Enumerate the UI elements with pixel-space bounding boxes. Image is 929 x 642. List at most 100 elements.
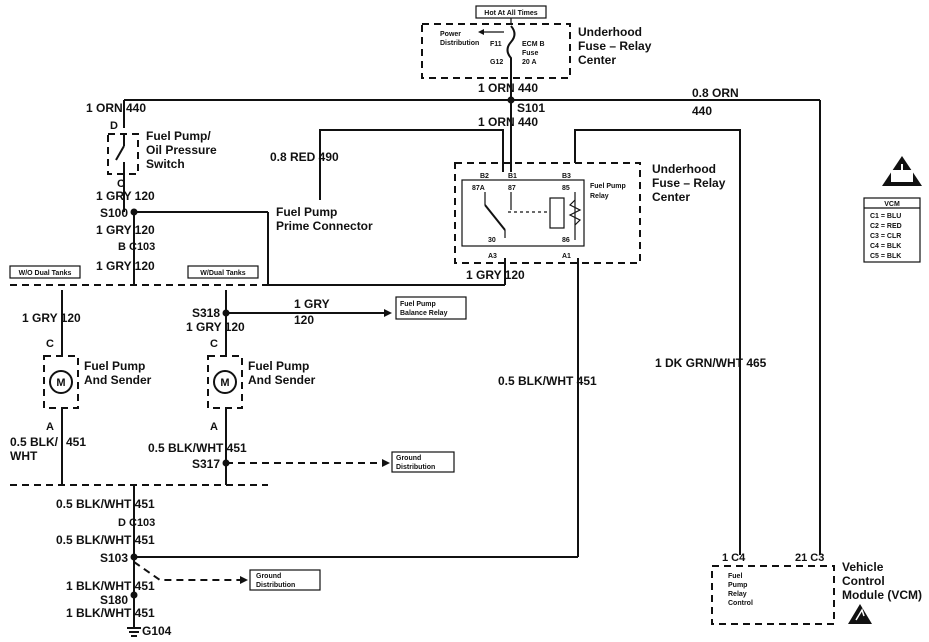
wire-label-balance-120: 120 xyxy=(294,313,314,327)
vcm-pin-21-c3: 21 C3 xyxy=(795,552,824,564)
power-distribution-label-1: Power xyxy=(440,31,461,38)
wire-label-451-mid: 0.5 BLK/WHT 451 xyxy=(148,441,247,455)
balance-relay-label-2: Balance Relay xyxy=(400,310,448,317)
arrow-ground-1-icon xyxy=(382,459,390,467)
switch-label-1: Fuel Pump/ xyxy=(146,129,211,143)
ground-dist-dashed-2 xyxy=(133,561,240,581)
wire-label-1gry-120-b: 1 GRY 120 xyxy=(96,223,155,237)
mid-pump-label-1: Fuel Pump xyxy=(248,359,309,373)
fuse-amp-label: 20 A xyxy=(522,59,537,66)
wire-label-465: 1 DK GRN/WHT 465 xyxy=(655,356,767,370)
vcm-legend-title: VCM xyxy=(884,201,900,208)
splice-s100-label: S100 xyxy=(100,206,128,220)
w-dual-tanks-box xyxy=(187,265,259,279)
vcm-legend-c3: C3 = CLR xyxy=(870,233,901,240)
wire-label-440-right: 440 xyxy=(692,104,712,118)
splice-s317-label: S317 xyxy=(192,457,220,471)
splice-s180 xyxy=(130,591,138,599)
relay-pin-87a: 87A xyxy=(472,185,485,192)
esd-icon-bottom xyxy=(848,604,872,624)
balance-relay-box xyxy=(395,296,467,320)
conn-a-left-pump: A xyxy=(46,421,54,433)
wire-label-1gry-120-c: 1 GRY 120 xyxy=(96,259,155,273)
wire-label-1gry-120-left: 1 GRY 120 xyxy=(22,311,81,325)
wo-dual-tanks-label: W/O Dual Tanks xyxy=(19,270,72,277)
conn-c103-d: D C103 xyxy=(118,517,155,529)
mid-pump-label-2: And Sender xyxy=(248,373,316,387)
splice-s180-label: S180 xyxy=(100,593,128,607)
wire-label-451-a: 0.5 BLK/WHT 451 xyxy=(56,497,155,511)
vcm-title-1: Vehicle xyxy=(842,560,884,574)
fuel-pump-relay-box xyxy=(461,179,585,247)
vcm-fpr-label-3: Relay xyxy=(728,591,747,598)
relay-pin-87: 87 xyxy=(508,185,516,192)
wire-label-451-left-num: 451 xyxy=(66,435,86,449)
left-pump-label-2: And Sender xyxy=(84,373,152,387)
balance-relay-label-1: Fuel Pump xyxy=(400,301,436,308)
vcm-legend-c1: C1 = BLU xyxy=(870,213,901,220)
switch-label-3: Switch xyxy=(146,157,185,171)
wo-dual-tanks-box xyxy=(9,265,81,279)
prime-connector-label-1: Fuel Pump xyxy=(276,205,337,219)
wire-label-451-left-2: WHT xyxy=(10,449,38,463)
splice-s103-label: S103 xyxy=(100,551,128,565)
conn-c-left-pump: C xyxy=(46,338,54,350)
vcm-fpr-label-2: Pump xyxy=(728,582,747,589)
switch-contact-icon xyxy=(115,145,125,161)
ecm-b-label: ECM B xyxy=(522,41,545,48)
ground-dist-2-label-1: Ground xyxy=(256,573,281,580)
relay-coil-icon xyxy=(549,197,565,229)
conn-a-mid-pump: A xyxy=(210,421,218,433)
underhood-label-top: Underhood xyxy=(578,25,642,39)
power-distribution-label-2: Distribution xyxy=(440,40,479,47)
relay-pin-b1: B1 xyxy=(508,173,517,180)
fuse-word-label: Fuse xyxy=(522,50,538,57)
relay-pin-86: 86 xyxy=(562,237,570,244)
wire-label-1orn-440-mid: 1 ORN 440 xyxy=(478,115,538,129)
w-dual-tanks-label: W/Dual Tanks xyxy=(200,270,245,277)
underhood-fuse-relay-center-box xyxy=(454,162,641,264)
relay-pin-85: 85 xyxy=(562,185,570,192)
wire-label-1orn-440-top: 1 ORN 440 xyxy=(478,81,538,95)
switch-label-2: Oil Pressure xyxy=(146,143,217,157)
relay-contact-icon xyxy=(484,204,506,231)
splice-s318-label: S318 xyxy=(192,306,220,320)
wire-label-balance-gry: 1 GRY xyxy=(294,297,330,311)
ground-distribution-box-2 xyxy=(249,569,321,591)
wire-label-08orn: 0.8 ORN xyxy=(692,86,739,100)
motor-m-mid: M xyxy=(220,377,229,389)
ground-dist-1-label-1: Ground xyxy=(396,455,421,462)
conn-d-switch: D xyxy=(110,120,118,132)
vcm-box xyxy=(711,565,835,625)
motor-m-left: M xyxy=(56,377,65,389)
arrowhead-icon xyxy=(478,29,484,35)
ground-symbol-icon xyxy=(127,627,141,637)
conn-c103-b: B C103 xyxy=(118,241,155,253)
wire-label-1orn-440-left: 1 ORN 440 xyxy=(86,101,146,115)
wire-490 xyxy=(319,129,504,200)
relay-pin-30: 30 xyxy=(488,237,496,244)
motor-icon-left xyxy=(49,370,73,394)
relay-pin-b3: B3 xyxy=(562,173,571,180)
splice-s101-label: S101 xyxy=(517,101,545,115)
vcm-title-2: Control xyxy=(842,574,885,588)
arrow-ground-2-icon xyxy=(240,576,248,584)
vcm-fpr-label-4: Control xyxy=(728,600,753,607)
vcm-title-3: Module (VCM) xyxy=(842,588,922,602)
arrow-balance-icon xyxy=(384,309,392,317)
splice-s101 xyxy=(507,96,515,104)
fuse-f11-label: F11 xyxy=(490,41,502,48)
conn-c-mid-pump: C xyxy=(210,338,218,350)
center-label-relay: Center xyxy=(652,190,690,204)
wire-label-451-c: 1 BLK/WHT 451 xyxy=(66,579,155,593)
vcm-legend-c5: C5 = BLK xyxy=(870,253,901,260)
prime-connector-label-2: Prime Connector xyxy=(276,219,373,233)
ground-dist-2-label-2: Distribution xyxy=(256,582,295,589)
ground-distribution-box-1 xyxy=(391,451,455,473)
wire-label-451-relay: 0.5 BLK/WHT 451 xyxy=(498,374,597,388)
fuse-icon xyxy=(506,25,516,70)
wire-label-451-d: 1 BLK/WHT 451 xyxy=(66,606,155,620)
motor-icon-mid xyxy=(213,370,237,394)
vcm-fpr-label-1: Fuel xyxy=(728,573,742,580)
